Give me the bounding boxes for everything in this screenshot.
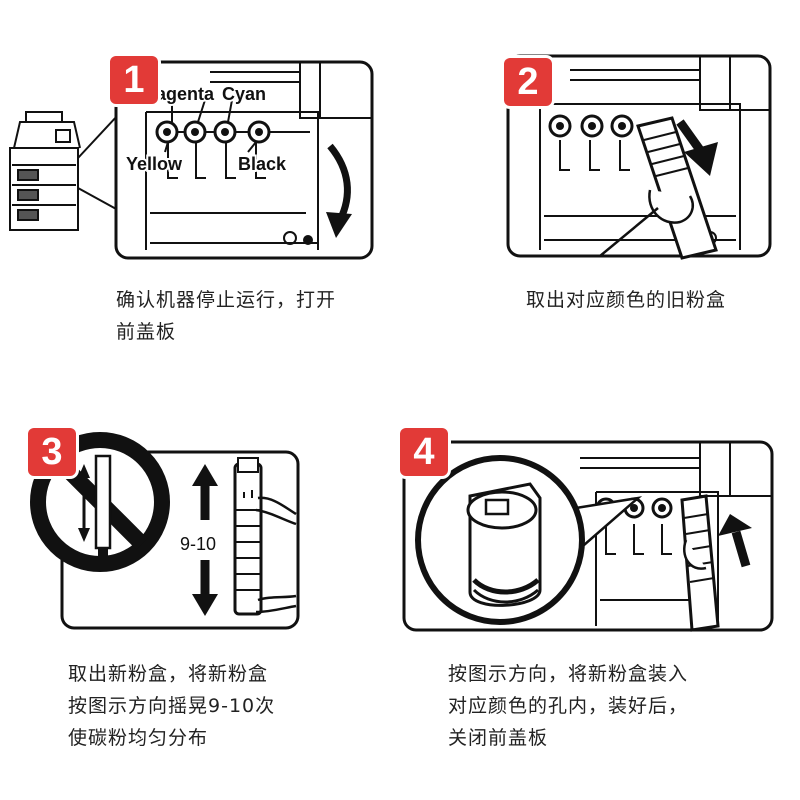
new-toner-cartridge-icon bbox=[233, 457, 263, 616]
shake-count-label: 9-10 bbox=[180, 534, 216, 554]
yellow-label: Yellow bbox=[126, 154, 183, 174]
magnifier-detail-icon bbox=[415, 455, 585, 625]
open-cover-arrow-icon bbox=[326, 143, 352, 238]
step-1-badge: 1 bbox=[110, 56, 158, 104]
step-1-panel: agenta Cyan Yellow Black 1 bbox=[0, 0, 400, 280]
step-3-panel: 9-10 3 bbox=[0, 400, 400, 660]
cyan-label: Cyan bbox=[222, 84, 266, 104]
shake-up-arrow-icon bbox=[192, 464, 218, 520]
step-4-badge: 4 bbox=[400, 428, 448, 476]
step-1-illustration: agenta Cyan Yellow Black bbox=[9, 60, 374, 260]
step-4-illustration bbox=[402, 440, 774, 632]
pull-out-arrow-icon bbox=[676, 119, 718, 176]
black-label: Black bbox=[238, 154, 287, 174]
step-4-panel: 4 bbox=[400, 400, 800, 660]
magenta-label: agenta bbox=[156, 84, 215, 104]
step-2-badge: 2 bbox=[504, 58, 552, 106]
copier-machine-icon bbox=[9, 111, 81, 231]
step-3-badge: 3 bbox=[28, 428, 76, 476]
step-2-panel: 2 bbox=[400, 0, 800, 280]
step-1-caption: 确认机器停止运行，打开 前盖板 bbox=[116, 289, 337, 343]
step-2-caption: 取出对应颜色的旧粉盒 bbox=[526, 289, 727, 311]
step-3-caption: 取出新粉盒，将新粉盒 按图示方向摇晃9-10次 使碳粉均匀分布 bbox=[68, 663, 276, 749]
step-2-illustration bbox=[506, 54, 772, 260]
horizontal-shake-arrow-icon bbox=[78, 464, 90, 542]
insert-up-arrow-icon bbox=[718, 514, 752, 568]
shake-down-arrow-icon bbox=[192, 560, 218, 616]
step-4-caption: 按图示方向，将新粉盒装入 对应颜色的孔内，装好后， 关闭前盖板 bbox=[448, 663, 689, 749]
